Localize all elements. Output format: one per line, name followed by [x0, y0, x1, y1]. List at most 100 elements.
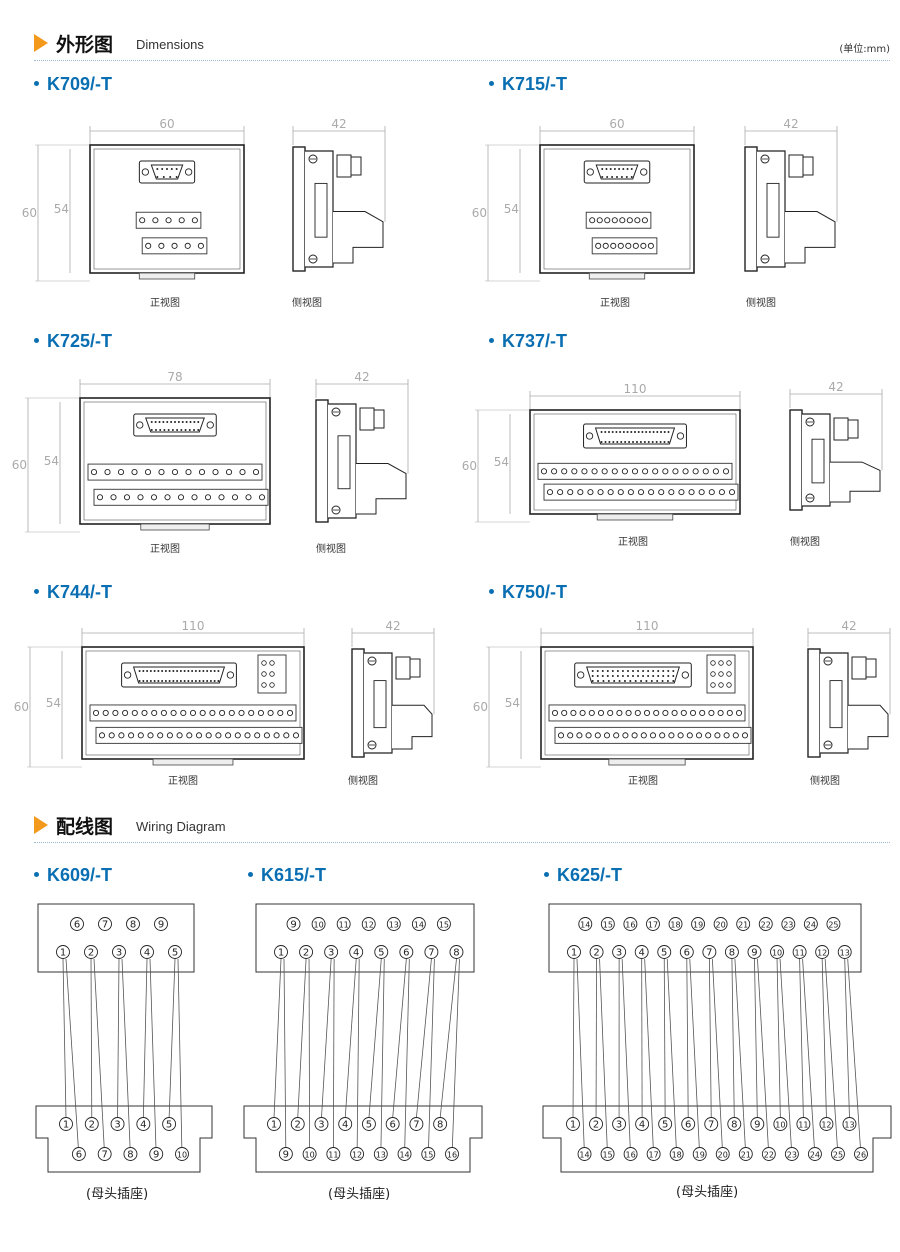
terminal-screw [607, 709, 614, 717]
wire [666, 958, 678, 1157]
pin [174, 421, 176, 423]
terminal-screw [141, 709, 148, 717]
terminal-outline [35, 1105, 213, 1173]
terminal-screw [718, 489, 725, 496]
connector-outline [548, 903, 862, 973]
pin [618, 168, 621, 170]
terminal-screw [732, 732, 739, 739]
terminal-screw [158, 242, 165, 249]
pin [609, 168, 612, 170]
pin [656, 431, 659, 433]
pin-number: 16 [447, 1151, 457, 1160]
terminal-screw [199, 709, 206, 717]
pin-number: 22 [764, 1151, 774, 1160]
terminal-screw [640, 242, 647, 249]
pin [637, 675, 640, 677]
terminal-screw [625, 709, 632, 717]
terminal-screw [708, 709, 715, 717]
pin [175, 176, 178, 178]
pin [596, 675, 599, 677]
wire [734, 958, 747, 1157]
din-rail [351, 648, 365, 758]
side-connector-tip [847, 419, 859, 439]
screw-icon [136, 421, 144, 429]
terminal-screw [261, 660, 267, 666]
terminal-screw [622, 732, 629, 739]
pin [591, 670, 594, 672]
terminal-screw [626, 217, 633, 224]
wire [356, 958, 360, 1157]
pin-number: 15 [602, 1151, 612, 1160]
side-connector-tip [373, 409, 385, 429]
terminal-screw [261, 682, 267, 688]
pin [166, 168, 168, 170]
terminal-screw [557, 732, 565, 739]
pin-circle [326, 1147, 341, 1161]
side-connector [395, 656, 411, 680]
pin [662, 675, 665, 677]
pin [616, 441, 619, 443]
pin [629, 680, 632, 682]
pin-number: 14 [414, 921, 424, 930]
pin [162, 421, 165, 423]
pin [176, 680, 179, 682]
terminal-screw [647, 242, 654, 249]
section-title: 外形图 [56, 34, 114, 56]
terminal-screw [209, 709, 216, 717]
pin-number: 4 [144, 948, 150, 959]
pin-number: 2 [593, 1120, 599, 1131]
side-connector [788, 154, 804, 178]
pin-number: 15 [603, 921, 613, 930]
terminal-screw [610, 242, 617, 249]
pin [172, 670, 175, 672]
wire [572, 958, 575, 1119]
terminal-screw [96, 494, 104, 501]
pin-circle [267, 1117, 281, 1131]
pin [193, 421, 196, 423]
terminal-screw [218, 494, 225, 501]
side-connector [336, 154, 352, 178]
terminal-screw [215, 732, 222, 739]
pin [209, 680, 212, 682]
pin-number: 21 [741, 1151, 751, 1160]
terminal-screw [269, 660, 275, 666]
pin-circle [140, 945, 154, 959]
terminal-screw [653, 709, 660, 717]
pin-circle [299, 945, 314, 959]
terminal-screw [184, 242, 191, 249]
pin-circle [314, 1117, 329, 1131]
pin [172, 680, 175, 682]
pin [194, 670, 197, 672]
pin [620, 441, 623, 443]
pin-circle [411, 917, 426, 931]
pin [601, 675, 604, 677]
terminal-screw [659, 732, 666, 739]
dim-width-label: 60 [609, 117, 624, 131]
terminal-screw [164, 494, 171, 501]
pin-circle [84, 945, 98, 959]
pin-number: 13 [840, 949, 850, 958]
terminal-screw [273, 732, 280, 739]
pin-number: 9 [283, 1150, 289, 1161]
pin [162, 176, 165, 178]
pin-circle [175, 1147, 189, 1161]
terminal-screw [607, 489, 614, 496]
pin-number: 15 [439, 921, 449, 930]
pin-circle [567, 945, 581, 959]
terminal-screw [261, 671, 267, 677]
pin-number: 25 [833, 1151, 843, 1160]
pin [161, 168, 164, 170]
caption-side: 侧视图 [348, 776, 378, 787]
pin-circle [136, 1117, 151, 1131]
pin-circle [761, 1147, 776, 1161]
pin [157, 680, 160, 682]
side-connector-tip [865, 658, 877, 678]
pin-circle [691, 917, 706, 931]
side-connector [359, 407, 375, 431]
pin-circle [781, 917, 796, 931]
terminal-screw [286, 709, 294, 717]
model-title: K750/-T [489, 582, 567, 603]
pin-circle [747, 945, 762, 959]
wire [93, 958, 106, 1157]
pin [626, 675, 629, 677]
